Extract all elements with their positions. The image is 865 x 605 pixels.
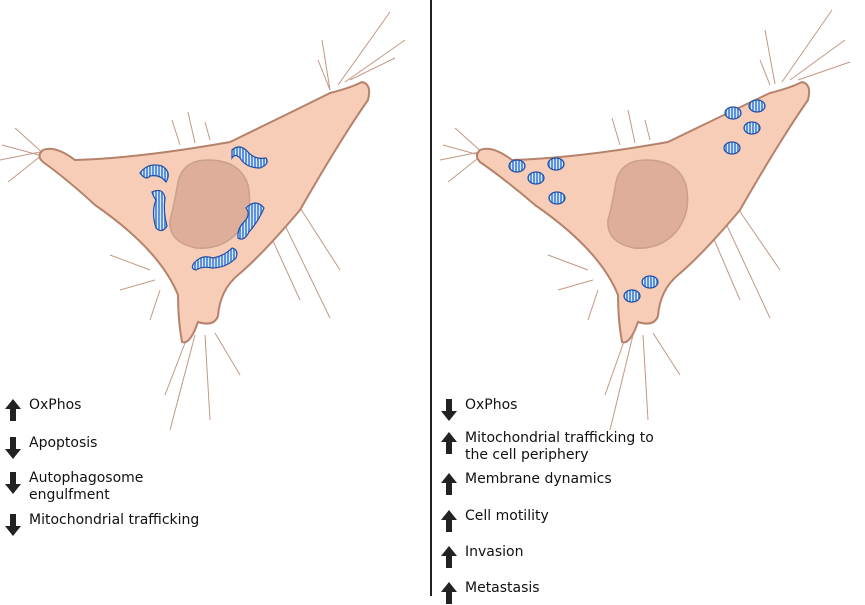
effect-item: Membrane dynamics: [440, 471, 654, 496]
mitochondrion: [547, 157, 565, 171]
right-cell: [439, 9, 851, 431]
effect-item: OxPhos: [4, 397, 199, 422]
right-nucleus: [607, 159, 689, 249]
effect-item: OxPhos: [440, 397, 654, 422]
mitochondrion: [743, 121, 761, 135]
mitochondrion: [231, 146, 268, 169]
mitochondrion: [237, 202, 265, 240]
arrow-up-icon: [440, 472, 458, 496]
arrow-down-icon: [4, 513, 22, 537]
effect-label: OxPhos: [29, 397, 82, 413]
mitochondrion: [724, 106, 742, 120]
arrow-down-icon: [4, 471, 22, 495]
panel-divider: [430, 0, 432, 596]
effect-item: Mitochondrial trafficking: [4, 512, 199, 537]
mitochondrion: [723, 141, 741, 155]
effect-label: Invasion: [465, 544, 524, 560]
effect-label: OxPhos: [465, 397, 518, 413]
mitochondrion: [748, 99, 766, 113]
arrow-up-icon: [440, 509, 458, 533]
mitochondrion: [139, 164, 169, 184]
mitochondrion: [548, 191, 566, 205]
effect-item: Metastasis: [440, 580, 654, 605]
mitochondrion: [191, 247, 238, 271]
effect-label: Metastasis: [465, 580, 540, 596]
arrow-up-icon: [440, 581, 458, 605]
mitochondrion: [641, 275, 659, 289]
right-filopodia: [439, 9, 851, 431]
arrow-up-icon: [440, 431, 458, 455]
mitochondrion: [623, 289, 641, 303]
arrow-up-icon: [4, 398, 22, 422]
effect-item: Apoptosis: [4, 435, 199, 460]
mitochondrion: [527, 171, 545, 185]
effect-item: Invasion: [440, 544, 654, 569]
mitochondrion: [151, 189, 168, 232]
left-mitochondria: [139, 146, 268, 271]
arrow-down-icon: [440, 398, 458, 422]
mitochondrion: [508, 159, 526, 173]
effect-label: Membrane dynamics: [465, 471, 612, 487]
effect-label: Apoptosis: [29, 435, 98, 451]
left-filopodia: [0, 11, 406, 431]
arrow-up-icon: [440, 545, 458, 569]
left-cell: [0, 11, 406, 431]
effect-label: Mitochondrial trafficking: [29, 512, 200, 528]
arrow-down-icon: [4, 436, 22, 460]
effect-label: Cell motility: [465, 508, 549, 524]
right-mitochondria: [508, 99, 766, 303]
effect-item: Cell motility: [440, 508, 654, 533]
